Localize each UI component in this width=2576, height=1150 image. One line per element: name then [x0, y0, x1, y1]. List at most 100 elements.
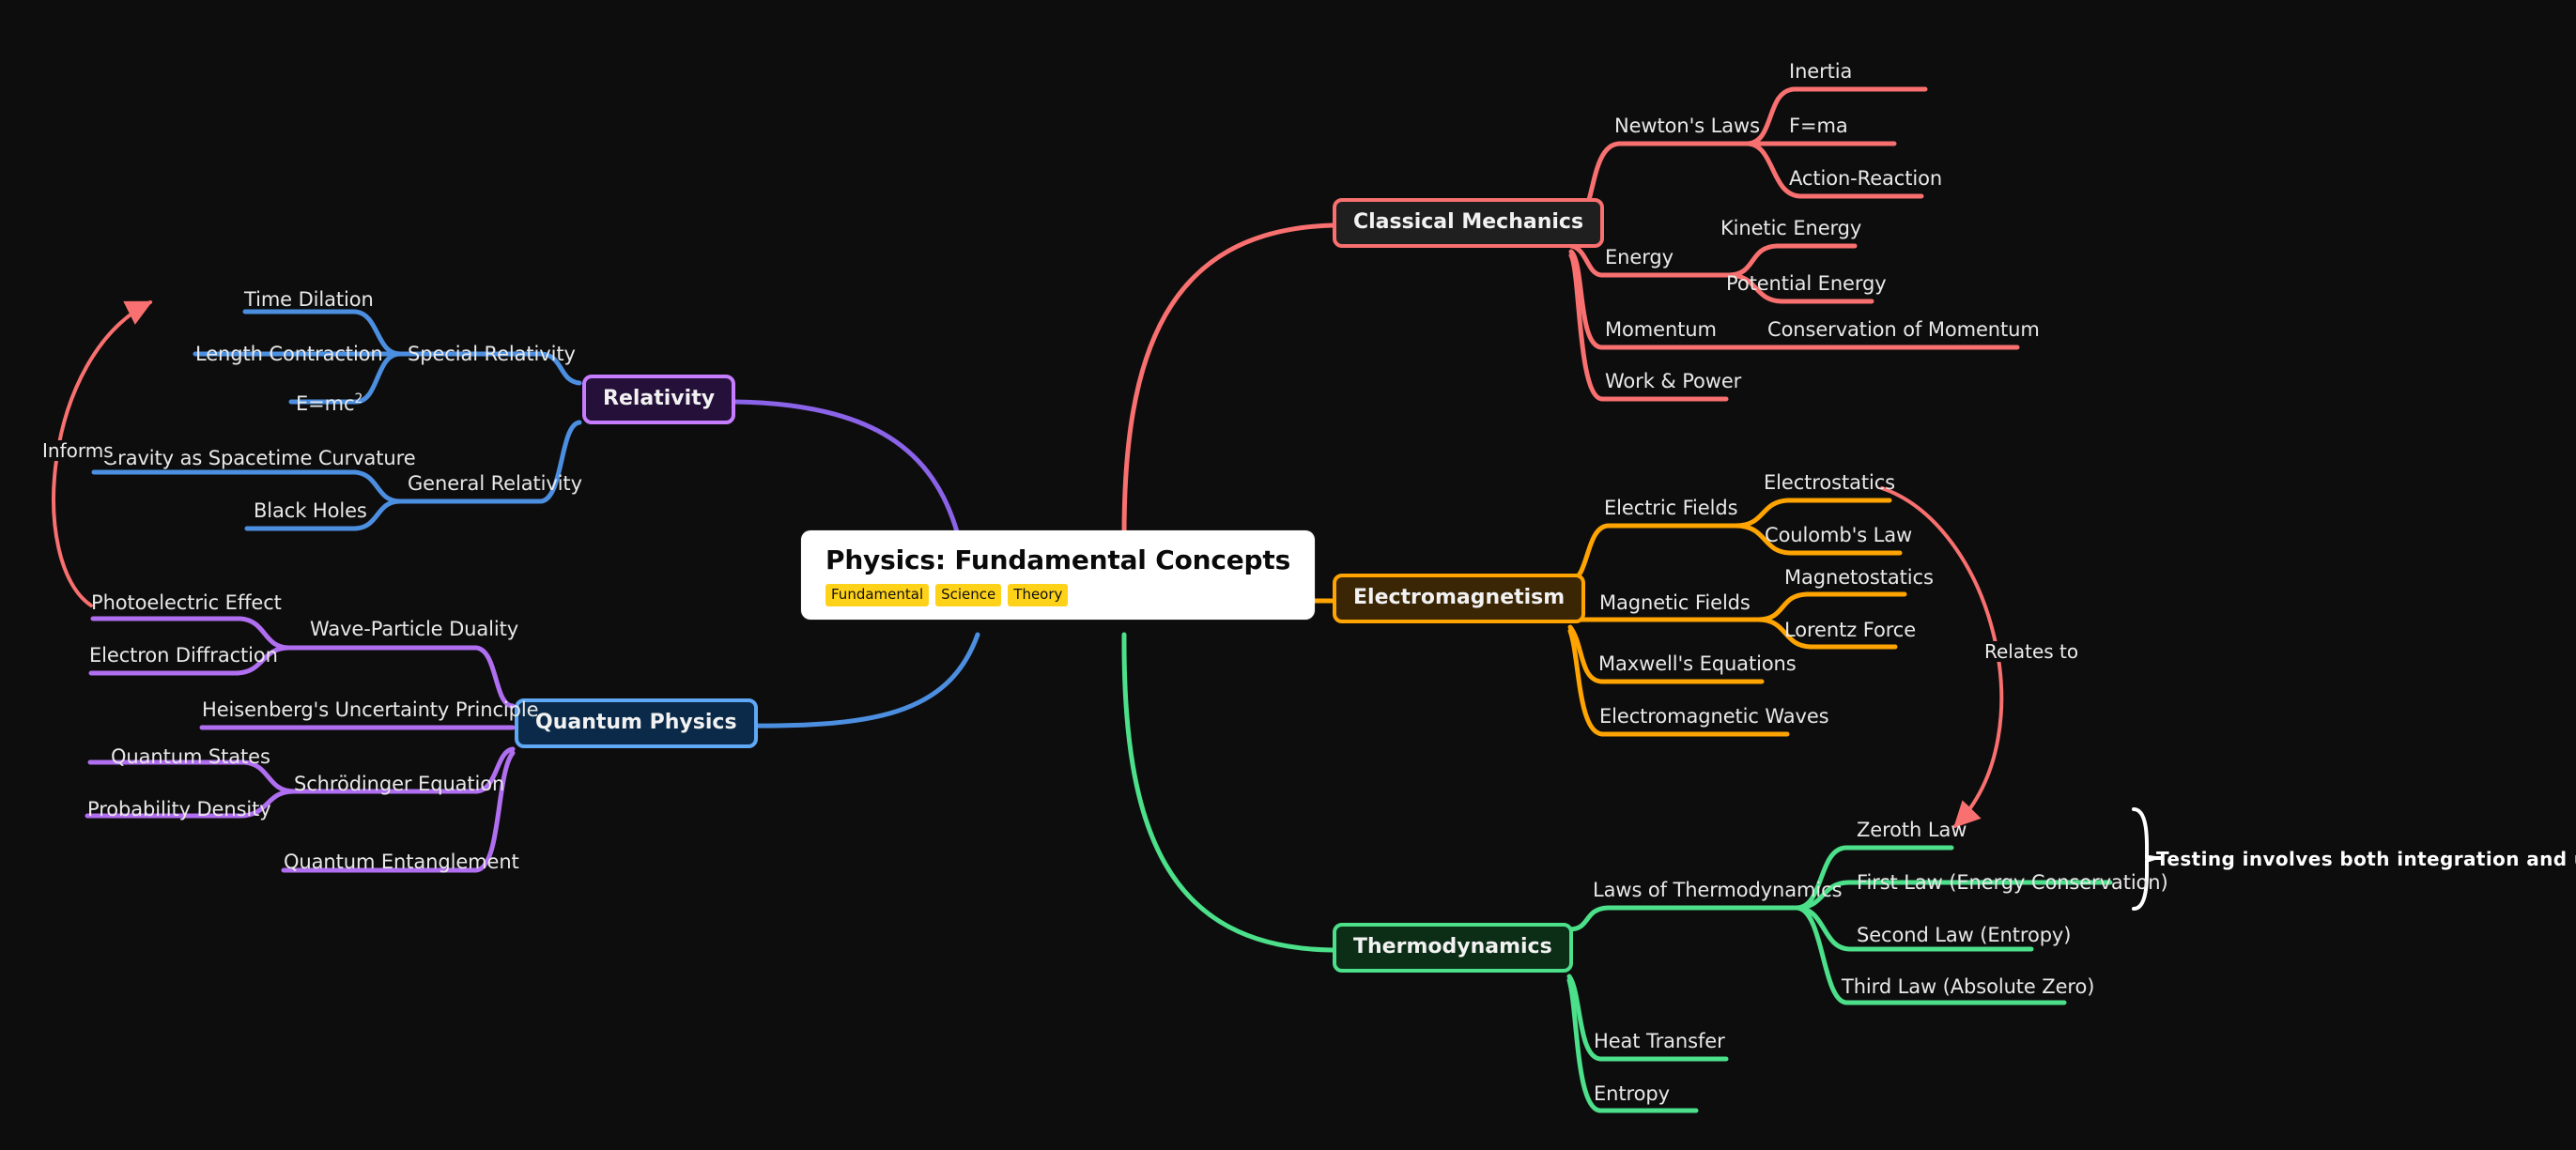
node-label: Zeroth Law	[1857, 819, 1967, 841]
tag-science[interactable]: Science	[935, 584, 1002, 607]
node-label: Lorentz Force	[1784, 619, 1917, 641]
node-first-law[interactable]: First Law (Energy Conservation)	[1857, 873, 2168, 893]
node-gravity-as-spacetime-curvature[interactable]: Gravity as Spacetime Curvature	[102, 449, 416, 468]
node-quantum-states[interactable]: Quantum States	[111, 747, 270, 767]
node-potential-energy[interactable]: Potential Energy	[1726, 274, 1887, 294]
branch-electromagnetism[interactable]: Electromagnetism	[1333, 574, 1586, 623]
node-label: Magnetic Fields	[1599, 591, 1751, 614]
tag-fundamental[interactable]: Fundamental	[825, 584, 930, 607]
edge-root-relativity	[732, 399, 961, 538]
node-energy[interactable]: Energy	[1605, 248, 1674, 268]
branch-relativity[interactable]: Relativity	[582, 375, 736, 424]
node-label: Coulomb's Law	[1765, 524, 1913, 546]
node-zeroth-law[interactable]: Zeroth Law	[1857, 820, 1967, 840]
node-lorentz-force[interactable]: Lorentz Force	[1784, 621, 1916, 640]
edge-ef-electrostatics	[1733, 498, 1892, 529]
node-label: Momentum	[1605, 318, 1717, 341]
node-label: Inertia	[1789, 60, 1853, 83]
annotation-bracket	[2132, 807, 2158, 911]
branch-thermodynamics[interactable]: Thermodynamics	[1333, 923, 1573, 973]
edge-thermo-laws	[1566, 905, 1799, 932]
node-third-law[interactable]: Third Law (Absolute Zero)	[1842, 977, 2094, 997]
node-special-relativity[interactable]: Special Relativity	[408, 345, 576, 364]
node-electromagnetic-waves[interactable]: Electromagnetic Waves	[1599, 705, 1829, 728]
node-label: Length Contraction	[195, 343, 383, 365]
branch-label: Thermodynamics	[1353, 935, 1552, 958]
edge-root-classical-mechanics	[1121, 222, 1335, 538]
root-title: Physics: Fundamental Concepts	[825, 544, 1291, 575]
node-time-dilation[interactable]: Time Dilation	[244, 290, 374, 310]
node-length-contraction[interactable]: Length Contraction	[195, 345, 383, 364]
node-label: Maxwell's Equations	[1598, 652, 1797, 675]
node-label: F=ma	[1789, 115, 1848, 137]
node-heat-transfer[interactable]: Heat Transfer	[1594, 1032, 1725, 1051]
node-label: Heisenberg's Uncertainty Principle	[202, 698, 539, 721]
node-label: Entropy	[1594, 1082, 1670, 1105]
node-label: Photoelectric Effect	[91, 591, 282, 614]
node-heisenberg-uncertainty-principle[interactable]: Heisenberg's Uncertainty Principle	[202, 698, 539, 721]
node-label: Work & Power	[1605, 370, 1742, 392]
node-label: Potential Energy	[1726, 272, 1887, 295]
node-label: Quantum States	[111, 745, 270, 768]
branch-classical-mechanics[interactable]: Classical Mechanics	[1333, 198, 1605, 248]
node-e-equals-mc-squared[interactable]: E=mc2	[296, 391, 363, 415]
node-laws-of-thermodynamics[interactable]: Laws of Thermodynamics	[1593, 881, 1843, 900]
node-label: Electric Fields	[1604, 497, 1738, 519]
node-schrodinger-equation[interactable]: Schrödinger Equation	[294, 774, 504, 794]
node-entropy[interactable]: Entropy	[1594, 1084, 1670, 1104]
node-general-relativity[interactable]: General Relativity	[408, 474, 582, 494]
node-action-reaction[interactable]: Action-Reaction	[1789, 169, 1942, 189]
node-probability-density[interactable]: Probability Density	[87, 800, 271, 820]
relationship-label-relates-to: Relates to	[1982, 640, 2082, 663]
edge-root-quantum-physics	[732, 632, 980, 728]
node-electric-fields[interactable]: Electric Fields	[1604, 497, 1738, 519]
edge-energy-kinetic	[1726, 243, 1858, 278]
node-magnetostatics[interactable]: Magnetostatics	[1784, 568, 1934, 588]
node-maxwells-equations[interactable]: Maxwell's Equations	[1598, 654, 1797, 674]
node-black-holes[interactable]: Black Holes	[254, 501, 367, 521]
node-label: Quantum Entanglement	[284, 851, 519, 873]
node-newtons-laws[interactable]: Newton's Laws	[1614, 116, 1760, 136]
node-second-law[interactable]: Second Law (Entropy)	[1857, 926, 2071, 945]
node-photoelectric-effect[interactable]: Photoelectric Effect	[91, 593, 282, 613]
relationship-label-text: Relates to	[1984, 640, 2079, 663]
node-coulombs-law[interactable]: Coulomb's Law	[1765, 526, 1912, 545]
node-label: Energy	[1605, 246, 1674, 268]
node-work-and-power[interactable]: Work & Power	[1605, 372, 1741, 391]
node-label: Electromagnetic Waves	[1599, 705, 1829, 728]
node-label: Kinetic Energy	[1720, 217, 1862, 239]
edge-mf-magnetostatics	[1755, 591, 1907, 622]
node-label: Wave-Particle Duality	[310, 618, 519, 640]
node-inertia[interactable]: Inertia	[1789, 62, 1852, 82]
node-quantum-entanglement[interactable]: Quantum Entanglement	[284, 852, 519, 872]
annotation-text-label: Testing involves both integration and us…	[2156, 848, 2576, 870]
node-label: Probability Density	[87, 798, 271, 820]
node-label: Electron Diffraction	[89, 644, 278, 667]
node-conservation-of-momentum[interactable]: Conservation of Momentum	[1767, 320, 2040, 340]
node-label: General Relativity	[408, 472, 582, 495]
root-node[interactable]: Physics: Fundamental Concepts Fundamenta…	[801, 530, 1316, 621]
branch-quantum-physics[interactable]: Quantum Physics	[515, 698, 758, 748]
branch-label: Electromagnetism	[1353, 586, 1566, 609]
edge-root-thermodynamics	[1121, 632, 1335, 953]
node-magnetic-fields[interactable]: Magnetic Fields	[1599, 593, 1751, 613]
node-label-superscript: 2	[354, 391, 363, 406]
node-label: Action-Reaction	[1789, 167, 1943, 190]
node-label: Third Law (Absolute Zero)	[1842, 975, 2095, 998]
node-electron-diffraction[interactable]: Electron Diffraction	[89, 646, 278, 666]
node-kinetic-energy[interactable]: Kinetic Energy	[1720, 219, 1861, 238]
node-f-equals-ma[interactable]: F=ma	[1789, 116, 1848, 136]
node-electrostatics[interactable]: Electrostatics	[1764, 473, 1895, 493]
node-label: Magnetostatics	[1784, 566, 1934, 589]
branch-label: Relativity	[603, 387, 716, 410]
node-momentum[interactable]: Momentum	[1605, 320, 1717, 340]
node-wave-particle-duality[interactable]: Wave-Particle Duality	[310, 620, 518, 639]
root-tag-list: Fundamental Science Theory	[825, 584, 1290, 607]
branch-label: Classical Mechanics	[1353, 210, 1584, 234]
node-label: E=mc	[296, 392, 355, 415]
tag-theory[interactable]: Theory	[1008, 584, 1069, 607]
node-label: Second Law (Entropy)	[1857, 924, 2072, 946]
relationship-label-text: Informs	[42, 439, 114, 462]
relationship-label-informs: Informs	[39, 440, 116, 461]
node-label: Schrödinger Equation	[294, 773, 505, 795]
